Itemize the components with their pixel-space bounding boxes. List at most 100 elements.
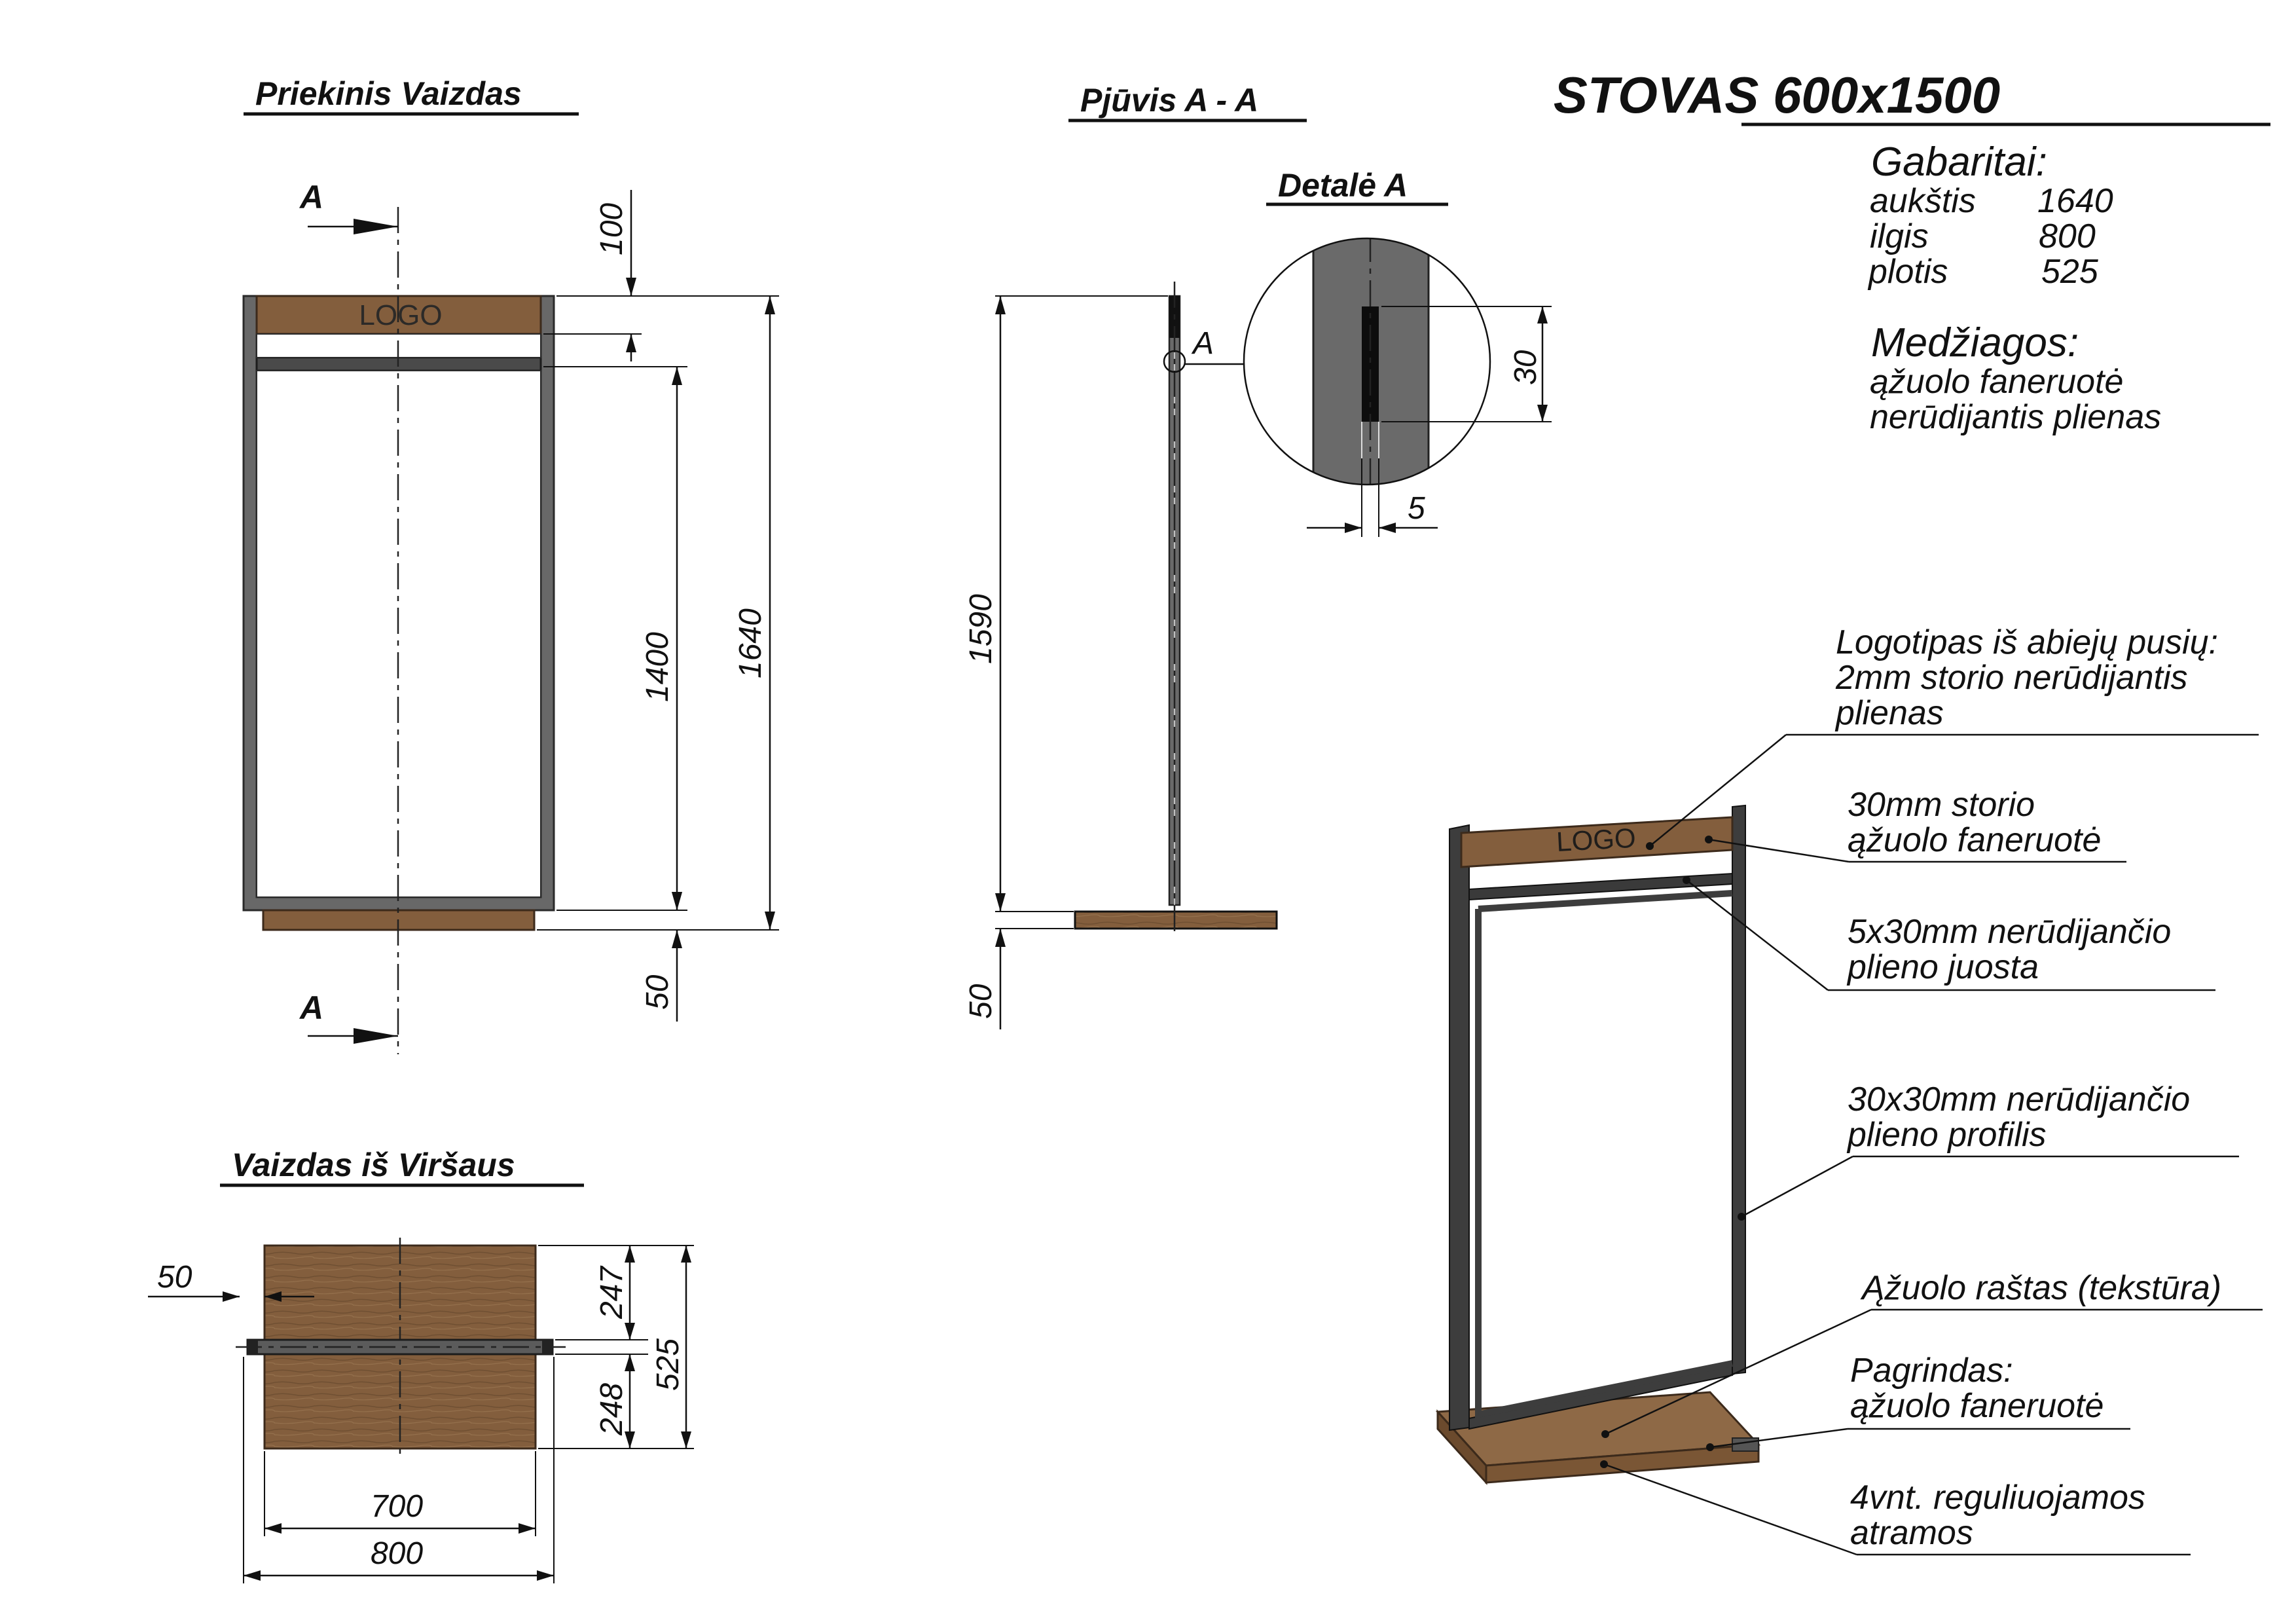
callout-feet-line1: 4vnt. reguliuojamos [1850,1479,2145,1517]
callout-leader-base [1709,1428,1848,1449]
callout-logo-line1: Logotipas iš abiejų pusių: [1836,623,2218,661]
spec-label-length: ilgis [1870,217,1929,255]
dim-label-top-offset: 50 [157,1260,192,1295]
dim-label-5: 5 [1408,491,1425,526]
material-steel: nerūdijantis plienas [1870,398,2161,436]
section-base [1074,910,1278,930]
callout-feet-line2: atramos [1850,1514,1973,1552]
section-view-title: Pjūvis A - A [1080,82,1258,119]
callout-board-line1: 30mm storio [1848,786,2035,824]
dim-arrow-30a [1537,306,1548,323]
callout-dot-strip [1683,876,1690,884]
dim-arrow-1590a [995,296,1006,314]
dim-label-1640: 1640 [733,608,768,678]
dim-arrow-247b [625,1323,635,1340]
detail-marker-label: A [1191,326,1214,361]
material-wood: ąžuolo faneruotė [1870,363,2123,401]
dim-arrow-800a [244,1570,261,1581]
callout-logo-line2: 2mm storio nerūdijantis [1835,659,2188,697]
dim-label-front-base: 50 [640,974,675,1010]
dim-arrow-section-50 [995,929,1006,947]
materials-heading: Medžiagos: [1871,320,2079,365]
dim-arrow-30b [1537,405,1548,422]
dim-arrow-5a [1345,523,1362,533]
iso-frame-right-post [1732,804,1746,1375]
callout-leader-profile [1741,1155,1853,1218]
dim-arrow-525a [681,1246,691,1263]
callout-dot-board [1705,836,1713,843]
dim-arrow-248b [625,1431,635,1449]
dim-label-section-base: 50 [964,984,998,1019]
dim-arrow-247a [625,1246,635,1263]
dim-label-800: 800 [371,1536,423,1571]
iso-crossbar [1468,872,1733,901]
callout-leader-logo [1649,734,1787,847]
callout-profile-line2: plieno profilis [1846,1116,2047,1154]
dim-label-248: 248 [594,1383,629,1436]
iso-logo-text: LOGO [1556,822,1637,857]
callout-leader-texture [1605,1308,1872,1435]
dim-label-1400: 1400 [640,632,675,702]
dim-arrow-1590b [995,893,1006,912]
front-view: Priekinis Vaizdas LOGO A A 10 [242,75,779,1054]
dim-arrow-1640a [765,296,775,314]
dim-arrow-1400a [672,367,682,385]
dim-label-525: 525 [651,1338,685,1391]
detail-marker-circle [1163,350,1186,373]
detail-circle [1243,237,1491,486]
front-view-title: Priekinis Vaizdas [255,75,522,112]
callout-leader-board [1708,838,1850,863]
section-marker-top: A [299,179,323,215]
dim-arrow-525b [681,1431,691,1449]
spec-value-width: 525 [2041,253,2099,291]
dim-arrow-1640b [765,912,775,930]
spec-value-length: 800 [2039,217,2096,255]
top-view-title: Vaizdas iš Viršaus [232,1147,515,1183]
dim-arrow-800b [537,1570,554,1581]
callout-strip-line2: plieno juosta [1846,948,2039,986]
dim-arrow-248a [625,1354,635,1371]
detail-view: Detalė A 30 5 [1243,167,1552,537]
dim-arrow-top-50a [223,1291,240,1302]
iso-frame-inner-top [1478,890,1733,912]
iso-logo-board [1460,816,1734,868]
callout-texture-line1: Ąžuolo raštas (tekstūra) [1860,1269,2221,1307]
detail-magnified [1244,238,1490,485]
dim-arrow-5b [1379,523,1396,533]
drawing-title: STOVAS 600x1500 [1554,66,2000,124]
callout-strip-line1: 5x30mm nerūdijančio [1848,913,2171,951]
dim-arrow-100b [626,334,636,352]
callout-dot-texture [1601,1430,1609,1438]
detail-view-title: Detalė A [1278,167,1408,204]
callout-board-line2: ąžuolo faneruotė [1848,821,2101,859]
dim-arrow-50b [672,930,682,948]
dim-label-247: 247 [594,1265,629,1320]
dim-arrow-700a [264,1523,282,1534]
top-view: Vaizdas iš Viršaus 50 247 248 [148,1147,694,1583]
dim-label-100: 100 [594,203,629,255]
spec-label-height: aukštis [1870,182,1976,220]
iso-frame-inner [1475,909,1733,1419]
callout-leader-strip [1686,879,1829,991]
dim-arrow-50a [672,892,682,910]
dim-label-700: 700 [371,1489,423,1524]
front-logo-text: LOGO [359,299,442,331]
section-arrowhead-bottom [354,1028,398,1044]
iso-frame-left-post [1449,824,1470,1431]
title-block: STOVAS 600x1500 Gabaritai: aukštis 1640 … [1554,66,2270,436]
section-view: Pjūvis A - A A 1590 50 [964,82,1307,1029]
callout-logo-line3: plienas [1834,694,1944,732]
iso-foot [1732,1437,1759,1452]
spec-label-width: plotis [1867,253,1948,291]
isometric-view: LOGO Logotipas iš abiejų pusių: 2mm stor… [1435,623,2263,1556]
callout-leader-feet [1603,1463,1857,1556]
section-arrowhead-top [354,219,398,234]
callout-dot-logo [1646,842,1654,850]
dim-label-30: 30 [1508,350,1543,385]
callout-dot-profile [1738,1213,1745,1221]
callout-dot-base [1706,1443,1714,1451]
spec-value-height: 1640 [2037,182,2113,220]
iso-base-front [1485,1443,1760,1484]
dim-arrow-700b [519,1523,536,1534]
